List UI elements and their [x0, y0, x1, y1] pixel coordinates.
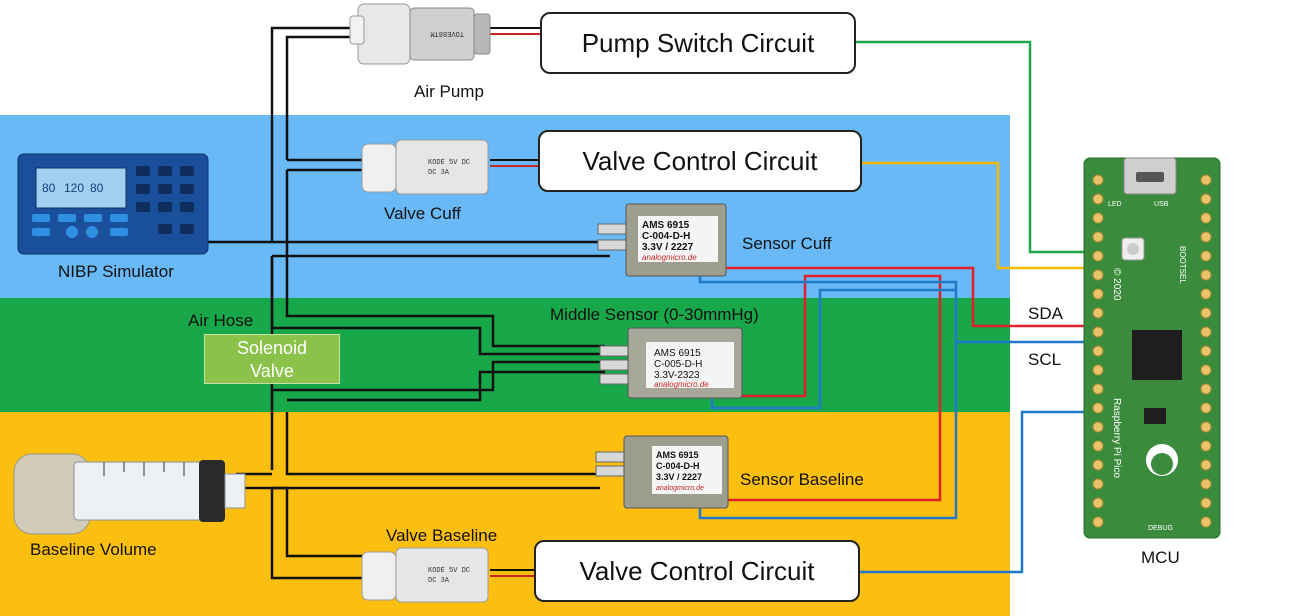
middle-sensor-line4: analogmicro.de [654, 380, 709, 389]
hose-base-sensor-b [272, 486, 600, 558]
sensor-baseline-line2: C-004-D-H [656, 461, 700, 471]
valve-cuff-label: Valve Cuff [384, 204, 461, 223]
mcu-board: BOOTSEL © 2020 Raspberry Pi Pico USB LED… [1083, 157, 1221, 539]
wire-yellow [862, 161, 1100, 270]
sensor-cuff-line3: 3.3V / 2227 [642, 242, 694, 253]
solenoid-valve-line2: Valve [250, 361, 294, 381]
air-pump: TOVE88TM [349, 3, 491, 65]
nibp-sys: 80 [42, 181, 56, 195]
mcu-usb: USB [1154, 201, 1169, 208]
mcu-bootsel: BOOTSEL [1178, 246, 1187, 284]
nibp-simulator: 80 120 80 [17, 153, 209, 255]
sda-label: SDA [1028, 304, 1063, 323]
solenoid-valve: Solenoid Valve [204, 334, 340, 384]
wire-green [856, 40, 1100, 254]
sensor-cuff-line4: analogmicro.de [642, 253, 697, 262]
valve-baseline: KODE 5V DC DC 3A [361, 547, 489, 603]
hose-pump-main [270, 26, 362, 242]
middle-sensor-line1: AMS 6915 [654, 348, 701, 359]
sensor-baseline-line1: AMS 6915 [656, 450, 699, 460]
middle-sensor-label: Middle Sensor (0-30mmHg) [550, 305, 759, 324]
sensor-cuff: AMS 6915 C-004-D-H 3.3V / 2227 analogmic… [597, 203, 727, 277]
sensor-baseline-line3: 3.3V / 2227 [656, 472, 702, 482]
valve-control-circuit-top-box: Valve Control Circuit [538, 130, 862, 192]
wire-red-sda [720, 266, 1100, 502]
sensor-baseline: AMS 6915 C-004-D-H 3.3V / 2227 analogmic… [595, 435, 729, 509]
valve-baseline-label: Valve Baseline [386, 526, 498, 545]
mcu-board-name: Raspberry Pi Pico [1111, 398, 1122, 478]
air-pump-label: Air Pump [414, 82, 484, 101]
nibp-mean: 120 [64, 181, 84, 195]
wire-blue-mcu [860, 410, 1100, 574]
svg-text:DC 3A: DC 3A [428, 577, 450, 585]
svg-text:KODE 5V DC: KODE 5V DC [428, 567, 470, 575]
middle-sensor-line2: C-005-D-H [654, 359, 702, 370]
valve-control-circuit-bottom-box: Valve Control Circuit [534, 540, 860, 602]
sensor-cuff-line1: AMS 6915 [642, 220, 690, 231]
scl-label: SCL [1028, 350, 1062, 369]
baseline-volume-label: Baseline Volume [30, 540, 157, 559]
sensor-cuff-line2: C-004-D-H [642, 231, 690, 242]
hose-pump-b [285, 35, 362, 160]
sensor-baseline-line4: analogmicro.de [656, 485, 704, 492]
hose-base-sensor [285, 412, 600, 476]
mcu-led: LED [1108, 201, 1122, 208]
sensor-cuff-label: Sensor Cuff [742, 234, 832, 253]
sensor-baseline-label: Sensor Baseline [740, 470, 864, 489]
middle-sensor: AMS 6915 C-005-D-H 3.3V-2323 analogmicro… [599, 327, 743, 399]
mcu-board-year: © 2020 [1111, 268, 1122, 301]
middle-sensor-line3: 3.3V-2323 [654, 370, 700, 381]
svg-text:TOVE88TM: TOVE88TM [430, 29, 464, 37]
hose-base-valve [270, 488, 372, 580]
hose-cuff-down [285, 170, 605, 348]
wire-blue-scl [698, 274, 1100, 520]
svg-text:DC 3A: DC 3A [428, 169, 450, 177]
hose-mid-b [287, 370, 605, 402]
mcu-debug: DEBUG [1148, 525, 1173, 532]
nibp-simulator-label: NIBP Simulator [58, 262, 174, 281]
mcu-label: MCU [1141, 548, 1180, 567]
nibp-dia: 80 [90, 181, 104, 195]
svg-text:KODE 5V DC: KODE 5V DC [428, 159, 470, 167]
solenoid-valve-line1: Solenoid [236, 338, 308, 358]
air-hose-label: Air Hose [188, 311, 254, 330]
baseline-volume-syringe [13, 453, 246, 535]
valve-cuff: KODE 5V DC DC 3A [361, 139, 489, 195]
pump-switch-circuit-box: Pump Switch Circuit [540, 12, 856, 74]
